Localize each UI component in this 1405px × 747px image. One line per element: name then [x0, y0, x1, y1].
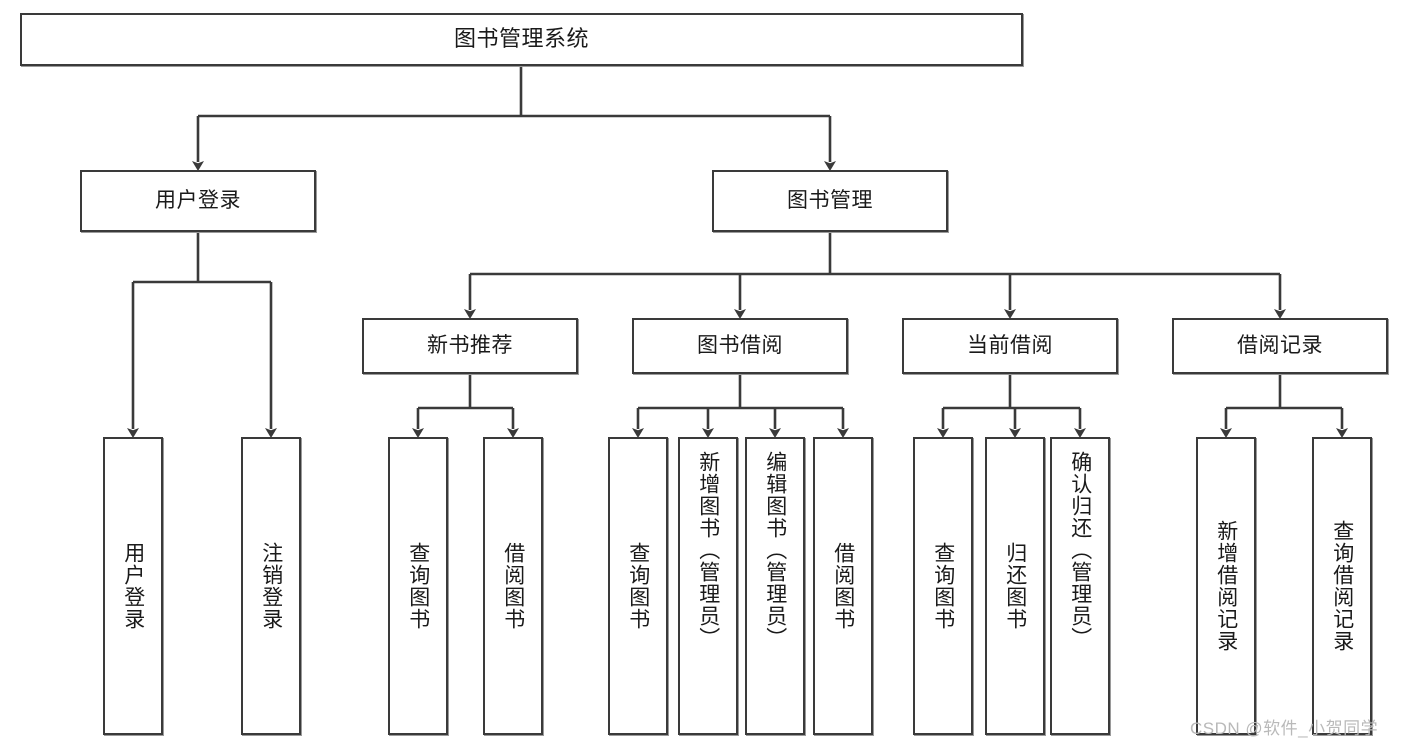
- leaf-return-book[interactable]: 归还图书: [985, 437, 1045, 735]
- node-new-book-recommend[interactable]: 新书推荐: [362, 318, 578, 374]
- node-label: 确认归还（管理员）: [1068, 451, 1092, 649]
- leaf-confirm-return-admin[interactable]: 确认归还（管理员）: [1050, 437, 1110, 735]
- node-label: 当前借阅: [967, 334, 1053, 358]
- node-label: 新增图书（管理员）: [696, 451, 720, 649]
- node-current-borrow[interactable]: 当前借阅: [902, 318, 1118, 374]
- node-book-borrow[interactable]: 图书借阅: [632, 318, 848, 374]
- leaf-edit-book-admin[interactable]: 编辑图书（管理员）: [745, 437, 805, 735]
- leaf-borrow-book[interactable]: 借阅图书: [813, 437, 873, 735]
- watermark-text: CSDN @软件_小贺同学: [1190, 719, 1379, 738]
- node-borrow-records[interactable]: 借阅记录: [1172, 318, 1388, 374]
- node-label: 借阅图书: [831, 542, 855, 630]
- node-label: 查询借阅记录: [1330, 520, 1354, 652]
- node-label: 借阅图书: [501, 542, 525, 630]
- node-label: 归还图书: [1003, 542, 1027, 630]
- node-label: 图书管理: [787, 189, 873, 213]
- node-label: 查询图书: [931, 542, 955, 630]
- node-label: 新书推荐: [427, 334, 513, 358]
- leaf-user-login[interactable]: 用户登录: [103, 437, 163, 735]
- leaf-query-book-recommend[interactable]: 查询图书: [388, 437, 448, 735]
- leaf-query-book-borrow[interactable]: 查询图书: [608, 437, 668, 735]
- node-user-login[interactable]: 用户登录: [80, 170, 316, 232]
- node-label: 借阅记录: [1237, 334, 1323, 358]
- node-label: 编辑图书（管理员）: [763, 451, 787, 649]
- node-root-system[interactable]: 图书管理系统: [20, 13, 1023, 66]
- leaf-query-book-current[interactable]: 查询图书: [913, 437, 973, 735]
- node-label: 用户登录: [121, 542, 145, 630]
- leaf-query-borrow-record[interactable]: 查询借阅记录: [1312, 437, 1372, 735]
- node-label: 查询图书: [626, 542, 650, 630]
- node-label: 用户登录: [155, 189, 241, 213]
- node-book-management[interactable]: 图书管理: [712, 170, 948, 232]
- node-label: 查询图书: [406, 542, 430, 630]
- node-label: 图书借阅: [697, 334, 783, 358]
- node-label: 注销登录: [259, 542, 283, 630]
- leaf-logout[interactable]: 注销登录: [241, 437, 301, 735]
- leaf-borrow-book-recommend[interactable]: 借阅图书: [483, 437, 543, 735]
- leaf-add-borrow-record[interactable]: 新增借阅记录: [1196, 437, 1256, 735]
- node-label: 新增借阅记录: [1214, 520, 1238, 652]
- node-label: 图书管理系统: [453, 26, 589, 52]
- leaf-add-book-admin[interactable]: 新增图书（管理员）: [678, 437, 738, 735]
